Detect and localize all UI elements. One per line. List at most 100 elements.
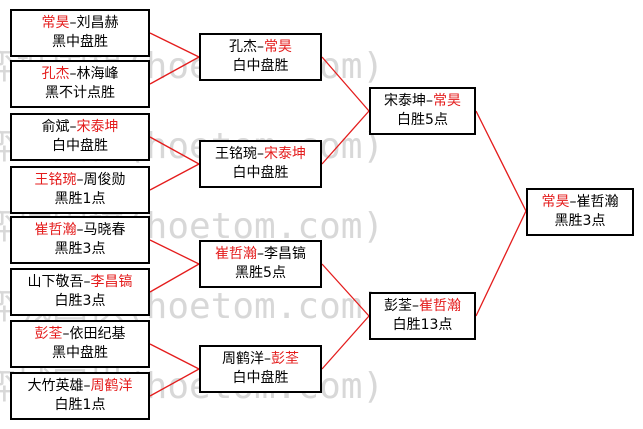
separator: –	[257, 246, 264, 262]
match-players: 王铭琬–宋泰坤	[215, 145, 306, 164]
bracket-line	[149, 263, 200, 293]
match-players: 孔杰–常昊	[229, 38, 292, 57]
separator: –	[412, 298, 419, 314]
match-round1-8: 大竹英雄–周鹤洋 白胜1点	[10, 372, 150, 420]
player-1: 王铭琬	[34, 172, 77, 188]
match-result: 白胜3点	[54, 293, 106, 309]
match-round2-3: 崔哲瀚–李昌镐 黑胜5点	[199, 240, 322, 288]
bracket-line	[149, 136, 200, 165]
match-result: 黑胜1点	[54, 191, 106, 207]
match-result: 白中盘胜	[232, 165, 289, 181]
match-result: 黑胜5点	[235, 265, 286, 281]
match-result: 白胜5点	[397, 112, 448, 128]
match-round2-1: 孔杰–常昊 白中盘胜	[199, 33, 322, 81]
separator: –	[264, 351, 271, 367]
player-2: 崔哲瀚	[419, 298, 461, 314]
separator: –	[62, 326, 70, 342]
match-result: 白中盘胜	[52, 138, 108, 154]
match-players: 崔哲瀚–李昌镐	[215, 245, 306, 264]
bracket-line	[475, 110, 527, 212]
match-result: 黑中盘胜	[52, 345, 108, 361]
bracket-line	[149, 368, 200, 397]
match-players: 王铭琬–周俊勋	[35, 171, 126, 190]
player-1: 山下敬吾	[27, 274, 84, 290]
match-round1-1: 常昊–刘昌赫 黑中盘胜	[10, 9, 150, 57]
match-result: 黑中盘胜	[52, 34, 108, 50]
match-players: 周鹤洋–彭荃	[222, 350, 299, 369]
match-round1-2: 孔杰–林海峰 黑不计点胜	[10, 60, 150, 108]
bracket-line	[321, 56, 370, 112]
player-1: 宋泰坤	[384, 93, 426, 109]
separator: –	[69, 119, 77, 135]
match-round1-3: 俞斌–宋泰坤 白中盘胜	[10, 113, 150, 161]
match-result: 白胜1点	[54, 397, 106, 413]
match-players: 山下敬吾–李昌镐	[28, 273, 133, 292]
player-1: 崔哲瀚	[215, 246, 257, 262]
player-2: 宋泰坤	[76, 119, 119, 135]
match-players: 崔哲瀚–马晓春	[35, 221, 126, 240]
player-1: 周鹤洋	[222, 351, 264, 367]
match-result: 白中盘胜	[232, 370, 289, 386]
player-1: 孔杰	[41, 66, 70, 82]
bracket-line	[321, 315, 370, 370]
match-round1-6: 山下敬吾–李昌镐 白胜3点	[10, 268, 150, 316]
match-result: 黑胜3点	[554, 213, 606, 229]
player-2: 宋泰坤	[264, 146, 306, 162]
separator: –	[257, 39, 264, 55]
bracket-line	[149, 56, 200, 85]
match-round1-7: 彭荃–依田纪基 黑中盘胜	[10, 320, 150, 368]
match-round2-2: 王铭琬–宋泰坤 白中盘胜	[199, 140, 322, 188]
bracket-line	[149, 239, 200, 265]
separator: –	[569, 194, 577, 210]
separator: –	[257, 146, 264, 162]
bracket-line	[475, 210, 527, 317]
match-semifinal-1: 宋泰坤–常昊 白胜5点	[369, 87, 476, 135]
match-players: 常昊–刘昌赫	[42, 14, 119, 33]
player-1: 常昊	[541, 194, 570, 210]
match-round2-4: 周鹤洋–彭荃 白中盘胜	[199, 345, 322, 393]
player-1: 孔杰	[229, 39, 257, 55]
separator: –	[69, 15, 77, 31]
player-1: 王铭琬	[215, 146, 257, 162]
player-2: 依田纪基	[69, 326, 126, 342]
player-2: 周鹤洋	[90, 378, 133, 394]
player-2: 马晓春	[83, 222, 126, 238]
match-players: 常昊–崔哲瀚	[542, 193, 619, 212]
player-2: 崔哲瀚	[576, 194, 619, 210]
player-1: 彭荃	[384, 298, 412, 314]
player-1: 崔哲瀚	[34, 222, 77, 238]
player-2: 林海峰	[76, 66, 119, 82]
player-2: 李昌镐	[264, 246, 306, 262]
match-result: 黑胜3点	[54, 241, 106, 257]
player-1: 大竹英雄	[27, 378, 84, 394]
player-2: 刘昌赫	[76, 15, 119, 31]
match-semifinal-2: 彭荃–崔哲瀚 白胜13点	[369, 292, 476, 340]
match-players: 彭荃–依田纪基	[35, 325, 126, 344]
match-result: 黑不计点胜	[45, 85, 115, 101]
player-1: 俞斌	[41, 119, 70, 135]
separator: –	[76, 172, 84, 188]
match-players: 孔杰–林海峰	[42, 65, 119, 84]
match-round1-5: 崔哲瀚–马晓春 黑胜3点	[10, 216, 150, 264]
separator: –	[83, 378, 91, 394]
player-2: 周俊勋	[83, 172, 126, 188]
separator: –	[69, 66, 77, 82]
match-players: 大竹英雄–周鹤洋	[28, 377, 133, 396]
bracket-line	[149, 32, 200, 58]
player-1: 常昊	[41, 15, 70, 31]
match-players: 彭荃–崔哲瀚	[384, 297, 461, 316]
match-result: 白中盘胜	[232, 58, 289, 74]
separator: –	[426, 93, 433, 109]
bracket-line	[321, 110, 370, 165]
bracket-line	[149, 343, 200, 370]
match-result: 白胜13点	[392, 317, 453, 333]
separator: –	[83, 274, 91, 290]
bracket-line	[149, 163, 200, 191]
separator: –	[76, 222, 84, 238]
player-2: 李昌镐	[90, 274, 133, 290]
player-2: 彭荃	[271, 351, 299, 367]
bracket-line	[321, 263, 370, 317]
player-2: 常昊	[264, 39, 292, 55]
player-1: 彭荃	[34, 326, 63, 342]
